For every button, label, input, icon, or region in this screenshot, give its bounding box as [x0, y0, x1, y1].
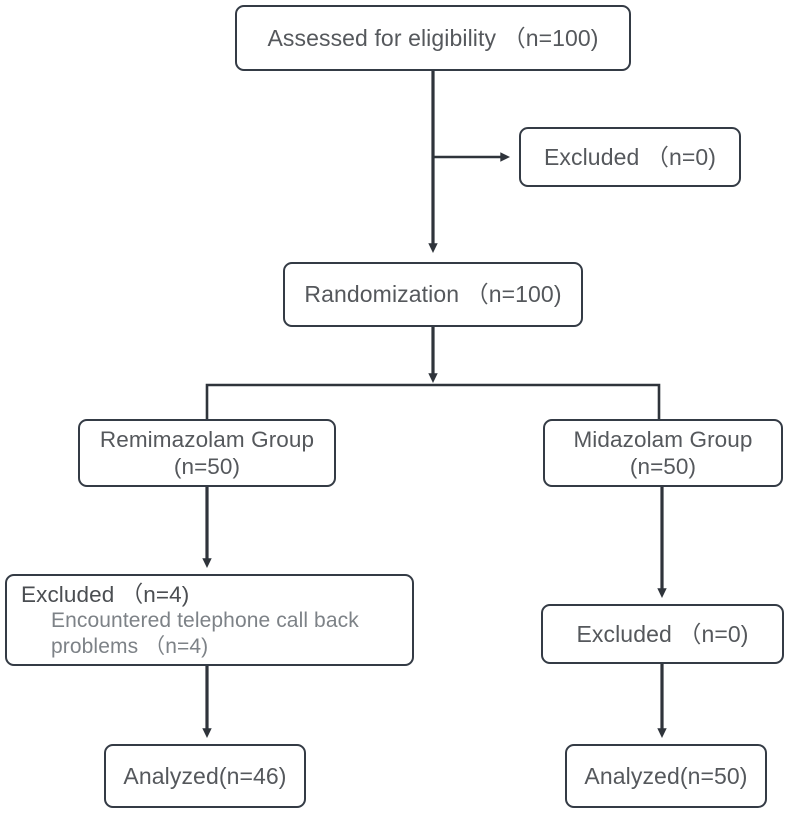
node-analyzed-remimazolam: Analyzed(n=46): [104, 744, 306, 808]
node-excluded-midazolam: Excluded （n=0): [541, 604, 784, 664]
node-remimazolam-group-count: (n=50): [173, 454, 241, 479]
node-randomization-label: Randomization （n=100): [304, 281, 562, 308]
node-analyzed-remimazolam-label: Analyzed(n=46): [123, 762, 287, 789]
node-analyzed-midazolam-label: Analyzed(n=50): [584, 762, 748, 789]
node-assessed-for-eligibility: Assessed for eligibility （n=100): [235, 5, 631, 71]
node-remimazolam-group-name: Remimazolam Group: [99, 426, 315, 452]
node-excluded-top-label: Excluded （n=0): [543, 143, 717, 170]
node-midazolam-group-name: Midazolam Group: [573, 426, 753, 452]
node-midazolam-group: Midazolam Group (n=50): [543, 419, 783, 487]
node-excluded-top: Excluded （n=0): [519, 127, 741, 187]
node-excluded-remimazolam-reason-line1: Encountered telephone call back: [51, 609, 359, 633]
node-midazolam-group-count: (n=50): [629, 454, 697, 479]
node-excluded-remimazolam: Excluded （n=4) Encountered telephone cal…: [5, 574, 414, 666]
node-analyzed-midazolam: Analyzed(n=50): [565, 744, 767, 808]
node-excluded-remimazolam-label: Excluded （n=4): [21, 581, 190, 607]
edge-randomization-split: [205, 327, 661, 421]
node-excluded-remimazolam-reason-line2: problems （n=4): [51, 634, 209, 658]
node-remimazolam-group: Remimazolam Group (n=50): [78, 419, 336, 487]
node-assessed-label: Assessed for eligibility （n=100): [267, 24, 599, 51]
node-randomization: Randomization （n=100): [283, 262, 583, 327]
node-excluded-midazolam-label: Excluded （n=0): [576, 620, 749, 647]
